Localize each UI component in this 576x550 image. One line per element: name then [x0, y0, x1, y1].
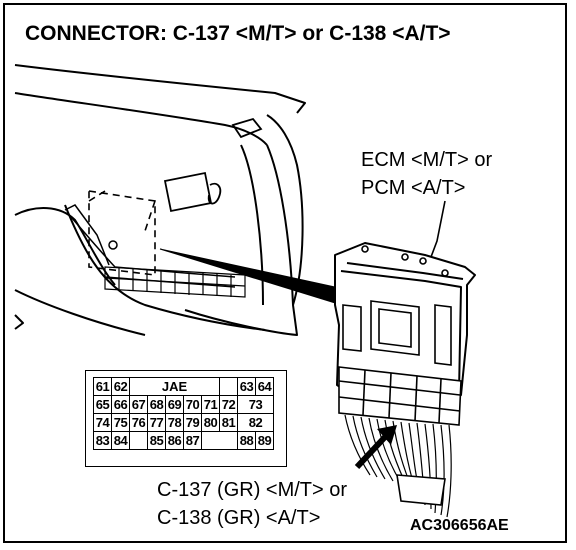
- dashboard-side: [266, 114, 304, 306]
- ecm-rib: [434, 304, 452, 366]
- connector-label-line2: C-138 (GR) <A/T>: [157, 507, 321, 529]
- bracket-left: [64, 204, 110, 266]
- figure-code: AC306656AE: [410, 517, 509, 534]
- pin-cell: 65: [93, 395, 112, 414]
- dash-knob: [207, 182, 222, 205]
- pin-cell: 73: [237, 395, 274, 414]
- connector-title: CONNECTOR: C-137 <M/T> or C-138 <A/T>: [25, 22, 451, 45]
- dashed-ecu-depth: [144, 200, 156, 232]
- pin-cell: 85: [147, 431, 166, 450]
- ecm-rib-2: [342, 304, 362, 352]
- connector-label-line1: C-137 (GR) <M/T> or: [157, 479, 348, 501]
- left-arm-outline: [14, 207, 116, 286]
- pin-cell: 88: [237, 431, 256, 450]
- pin-cell-blank: [129, 431, 148, 450]
- pin-cell: 81: [219, 413, 238, 432]
- pin-cell: 89: [255, 431, 274, 450]
- ecm-panel: [370, 300, 420, 356]
- dashboard-upper-panel: [14, 92, 268, 146]
- connector-arrow: [354, 425, 397, 470]
- ecm-label-line2: PCM <A/T>: [361, 177, 466, 199]
- vent-slot: [231, 117, 263, 139]
- pin-cell: 66: [111, 395, 130, 414]
- dashed-ecu-location-2: [88, 190, 106, 202]
- pin-cell: 74: [93, 413, 112, 432]
- ecm-bolt: [419, 257, 427, 265]
- dashboard-inner-curve: [240, 144, 264, 306]
- pin-cell: 87: [183, 431, 202, 450]
- pin-cell: 68: [147, 395, 166, 414]
- lower-panel: [64, 204, 266, 331]
- dashboard-top-edge: [14, 64, 306, 114]
- harness-tape: [396, 474, 446, 506]
- pin-cell: 76: [129, 413, 148, 432]
- pin-cell: 62: [111, 377, 130, 396]
- pin-cell: 64: [255, 377, 274, 396]
- pin-cell: 69: [165, 395, 184, 414]
- ecm-panel-inner: [378, 308, 412, 348]
- pin-cell-blank: [219, 377, 238, 396]
- pin-cell: 71: [201, 395, 220, 414]
- pin-cell: 82: [237, 413, 274, 432]
- left-lower-curve: [14, 289, 146, 336]
- pin-cell-blank: [201, 431, 238, 450]
- pin-cell: 61: [93, 377, 112, 396]
- pin-row: 74 75 76 77 78 79 80 81 82: [93, 413, 274, 432]
- ecm-bolt: [401, 253, 409, 261]
- left-mark: [14, 314, 24, 330]
- bracket-rail: [70, 216, 236, 278]
- bracket-bolt: [108, 240, 118, 250]
- connector-brand: JAE: [129, 377, 220, 396]
- dashed-ecu-location: [88, 190, 156, 276]
- ecm-bolt: [361, 245, 369, 253]
- connector-strip-outline: [104, 266, 246, 298]
- diagram-frame: CONNECTOR: C-137 <M/T> or C-138 <A/T> EC…: [3, 3, 567, 543]
- zoom-wedge: [159, 248, 336, 304]
- ecm-label-line1: ECM <M/T> or: [361, 149, 493, 171]
- pin-cell: 78: [165, 413, 184, 432]
- pin-cell: 70: [183, 395, 202, 414]
- pin-cell: 79: [183, 413, 202, 432]
- dash-display: [163, 171, 213, 213]
- pin-row: 83 84 85 86 87 88 89: [93, 431, 274, 450]
- pin-cell: 77: [147, 413, 166, 432]
- vehicle-illustration: [14, 64, 476, 518]
- pin-grid: 61 62 JAE 63 64 65 66 67 68 69 70 71 72 …: [93, 377, 274, 450]
- pin-cell: 75: [111, 413, 130, 432]
- pin-cell: 86: [165, 431, 184, 450]
- ecm-label-leader: [430, 200, 446, 258]
- pin-cell: 67: [129, 395, 148, 414]
- pin-row: 65 66 67 68 69 70 71 72 73: [93, 395, 274, 414]
- ecm-bolt: [441, 269, 449, 277]
- pin-cell: 84: [111, 431, 130, 450]
- pin-cell: 83: [93, 431, 112, 450]
- ecm-top-ridge: [346, 262, 464, 280]
- pin-cell: 80: [201, 413, 220, 432]
- pin-row: 61 62 JAE 63 64: [93, 377, 274, 396]
- pin-cell: 63: [237, 377, 256, 396]
- pin-cell: 72: [219, 395, 238, 414]
